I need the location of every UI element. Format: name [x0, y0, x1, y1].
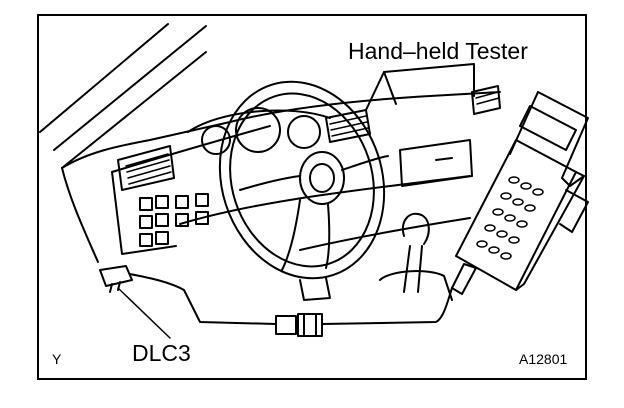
shift-lever: [379, 212, 453, 301]
dashboard: [61, 91, 501, 263]
tester-keypad: [476, 176, 544, 260]
dlc3-label: DLC3: [132, 340, 191, 366]
center-console: [365, 63, 475, 187]
corner-mark: Y: [52, 351, 62, 367]
windshield-pillar: [39, 23, 207, 169]
dlc3-leader-line: [117, 287, 171, 339]
dlc3-connector: [99, 265, 133, 293]
steering-wheel: [218, 80, 389, 301]
tester-label: Hand–held Tester: [348, 38, 528, 64]
tester-cable: [129, 273, 453, 325]
air-vents: [117, 85, 501, 191]
hand-held-tester: [451, 91, 589, 295]
cable-coupler: [275, 313, 323, 337]
switch-panel: [139, 193, 209, 247]
figure-code: A12801: [519, 351, 568, 367]
instrument-cluster: [187, 107, 331, 155]
